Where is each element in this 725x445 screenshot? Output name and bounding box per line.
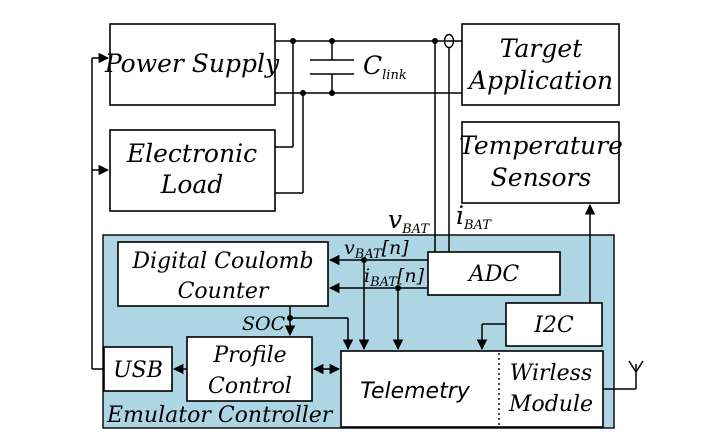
- profile-control-label-line1: Profile: [212, 343, 286, 368]
- power-supply-block: [109, 23, 276, 106]
- antenna-icon: [603, 360, 644, 390]
- electronic-load-label-line1: Electronic: [126, 139, 257, 168]
- electronic-load-block: [109, 129, 276, 212]
- i2c-block: [505, 302, 603, 347]
- profile-control-label-line2: Control: [208, 374, 292, 399]
- temperature-sensors-block: [461, 121, 620, 204]
- target-application-block: [461, 23, 620, 106]
- power-supply-label: Power Supply: [104, 49, 280, 78]
- profile-control-block: [186, 336, 313, 402]
- i2c-links: [476, 203, 596, 351]
- adc-block: [427, 251, 561, 296]
- wireless-module-label-line2: Module: [508, 392, 593, 417]
- usb-feedback: [91, 52, 110, 370]
- v-bat-label: vBAT: [388, 205, 430, 237]
- i2c-label: I2C: [533, 313, 574, 338]
- electronic-load-label-line2: Load: [160, 170, 224, 199]
- usb-label: USB: [113, 358, 163, 383]
- adc-outputs: [328, 254, 428, 351]
- coulomb-counter-label-line1: Digital Coulomb: [131, 249, 313, 274]
- power-bus: [275, 33, 462, 194]
- emulator-controller-label: Emulator Controller: [106, 403, 334, 428]
- telemetry-wireless-block: [340, 350, 604, 428]
- coulomb-counter-label-line2: Counter: [178, 279, 270, 304]
- target-application-label-line2: Application: [467, 66, 613, 95]
- sense-lines: [434, 41, 450, 252]
- wireless-module-label-line1: Wirless: [510, 361, 592, 386]
- i-bat-n-label: iBAT[n]: [364, 265, 425, 290]
- target-application-label-line1: Target: [500, 34, 583, 63]
- usb-block: [103, 346, 173, 392]
- soc-label: SOC: [242, 313, 286, 335]
- telemetry-label: Telemetry: [360, 379, 471, 404]
- v-bat-n-label: vBAT[n]: [344, 237, 409, 262]
- adc-label: ADC: [467, 262, 520, 287]
- capacitor-label: Clink: [363, 51, 407, 83]
- digital-coulomb-counter-block: [117, 241, 329, 307]
- soc-path: [284, 306, 354, 351]
- temperature-sensors-label-line2: Sensors: [491, 163, 592, 192]
- temperature-sensors-label-line1: Temperature: [459, 131, 623, 160]
- i-bat-label: iBAT: [456, 201, 492, 233]
